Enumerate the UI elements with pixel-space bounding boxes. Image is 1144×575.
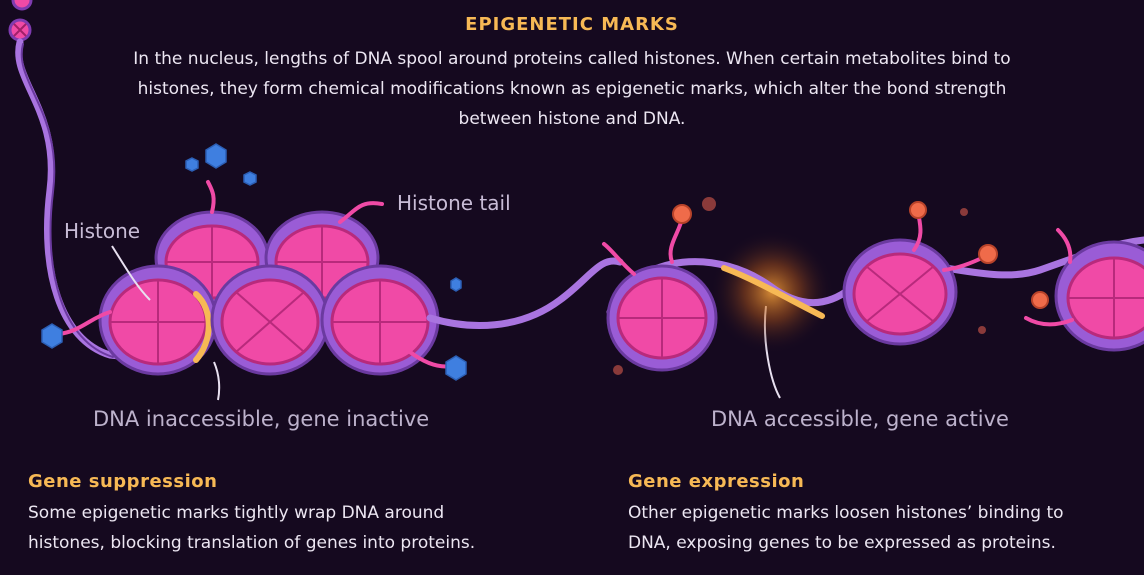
inaccessible-label: DNA inaccessible, gene inactive bbox=[93, 407, 430, 431]
suppression-body: Some epigenetic marks tightly wrap DNA a… bbox=[28, 503, 476, 553]
dna-beads-top-left bbox=[8, 0, 33, 42]
expression-heading: Gene expression bbox=[628, 471, 805, 492]
dna-strand-middle bbox=[426, 257, 624, 329]
accessible-label: DNA accessible, gene active bbox=[711, 407, 1009, 431]
histone-label: Histone bbox=[64, 219, 141, 243]
histone-open-3 bbox=[1054, 240, 1144, 352]
diagram-title: EPIGENETIC MARKS bbox=[465, 14, 679, 35]
histone-front-3 bbox=[320, 264, 440, 376]
expression-body: Other epigenetic marks loosen histones’ … bbox=[628, 503, 1064, 553]
intro-text: In the nucleus, lengths of DNA spool aro… bbox=[133, 49, 1011, 129]
histone-front-1 bbox=[98, 264, 218, 376]
suppression-heading: Gene suppression bbox=[28, 471, 218, 492]
histone-tails-right bbox=[602, 210, 1074, 327]
inaccessible-callout-line bbox=[213, 361, 221, 401]
blue-marks bbox=[41, 143, 467, 381]
histone-open-2 bbox=[842, 238, 958, 346]
orange-marks bbox=[613, 197, 1049, 375]
histone-open-1 bbox=[606, 264, 718, 372]
histone-callout-line bbox=[111, 245, 151, 301]
histone-front-2 bbox=[210, 264, 330, 376]
histone-tail-label: Histone tail bbox=[397, 191, 511, 215]
